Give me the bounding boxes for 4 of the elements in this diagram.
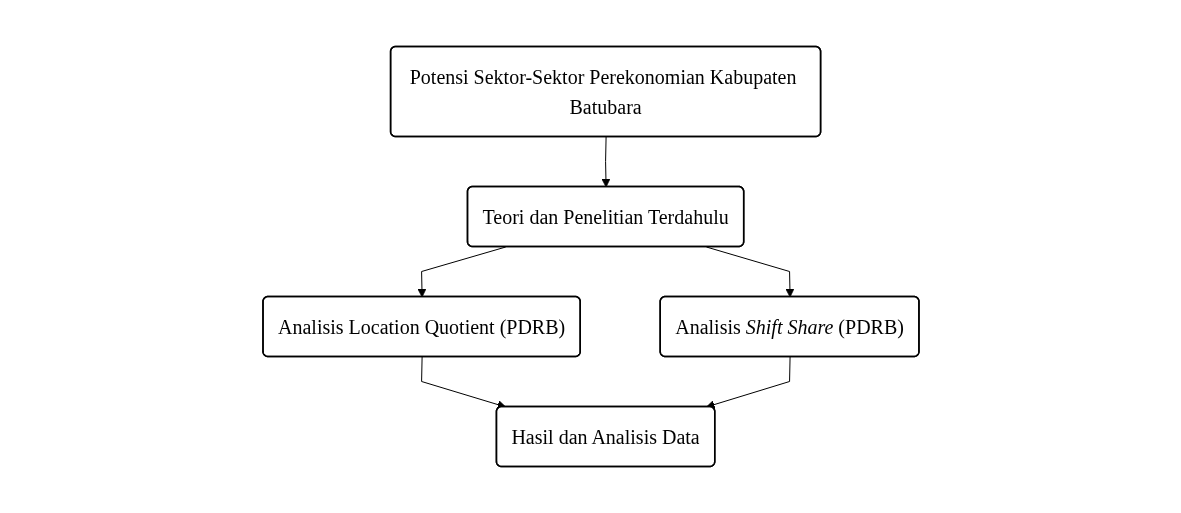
arrow — [705, 246, 794, 298]
arrow — [420, 356, 506, 409]
arrow — [417, 246, 506, 298]
arrow — [601, 136, 610, 188]
